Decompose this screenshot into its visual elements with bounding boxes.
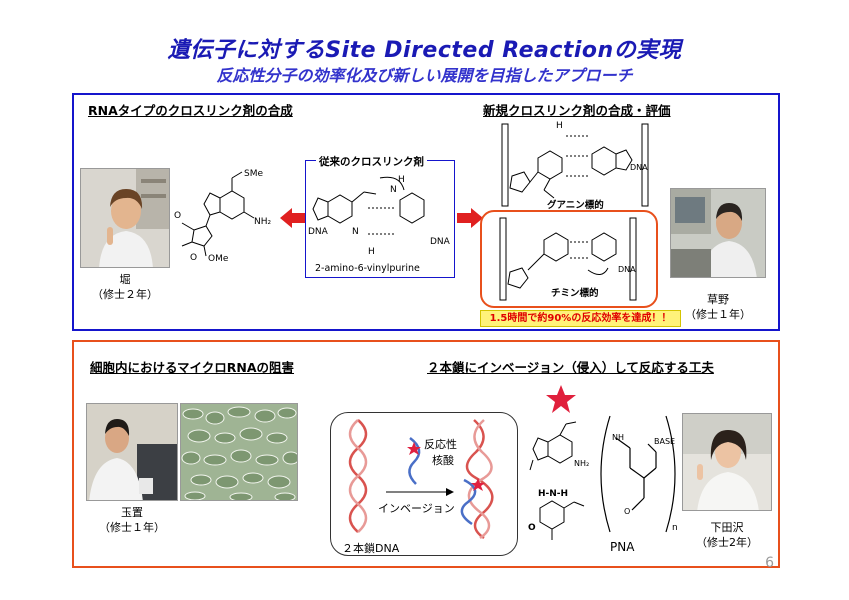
photo-kusano (670, 188, 766, 278)
svg-text:DNA: DNA (618, 265, 636, 274)
pna-label: PNA (610, 540, 635, 554)
rna-crosslinker-structure: SMe NH₂ O O OMe (174, 169, 272, 264)
person-tamaoki: 玉置 （修士１年） (86, 505, 178, 535)
o-label: O (528, 523, 536, 533)
thymine-target-box (480, 210, 658, 308)
slide-title: 遺伝子に対するSite Directed Reactionの実現 (167, 38, 682, 63)
section2-heading-left: 細胞内におけるマイクロRNAの阻害 (90, 360, 295, 375)
base-label: BASE (654, 437, 675, 446)
page-number: 6 (765, 555, 774, 571)
star-icon (546, 385, 576, 413)
person-hori-name: 堀 (119, 273, 131, 286)
person-shimotazawa-name: 下田沢 (710, 521, 744, 534)
thymine-label: チミン標的 (551, 288, 599, 299)
thymine-target-structure: DNA (499, 217, 637, 301)
label-nh2: NH₂ (254, 217, 272, 227)
conventional-label: 従来のクロスリンク剤 (316, 154, 427, 169)
nh2-label: NH₂ (574, 459, 589, 468)
result-callout: 1.5時間で約90%の反応効率を達成！！ (480, 310, 681, 327)
svg-text:H: H (368, 247, 375, 257)
svg-text:O: O (624, 507, 630, 516)
section1-heading-left: RNAタイプのクロスリンク剤の合成 (88, 103, 293, 118)
nh-label: NH (612, 433, 624, 442)
person-hori: 堀 （修士２年） (80, 272, 170, 302)
reactive-label-2: 核酸 (432, 454, 454, 467)
section1-box (72, 93, 780, 331)
svg-text:N: N (390, 185, 397, 195)
conventional-structure: H N N DNA DNA H (308, 175, 451, 257)
label-ome: OMe (208, 254, 229, 264)
pna-structure: NH BASE O n (600, 415, 678, 533)
arrow-right-icon (457, 208, 483, 228)
photo-tamaoki (86, 403, 178, 501)
section2-box (72, 340, 780, 568)
n-label: n (672, 523, 678, 533)
person-kusano-grade: （修士１年） (685, 308, 751, 321)
duplex-label: ２本鎖DNA (342, 542, 400, 555)
svg-text:H: H (398, 175, 405, 185)
compound-name: 2-amino-6-vinylpurine (315, 263, 420, 274)
slide-subtitle: 反応性分子の効率化及び新しい展開を目指したアプローチ (216, 66, 633, 85)
guanine-label: グアニン標的 (547, 200, 604, 211)
person-tamaoki-grade: （修士１年） (99, 521, 165, 534)
person-hori-grade: （修士２年） (92, 288, 158, 301)
arrow-left-icon (280, 208, 306, 228)
label-o-2: O (190, 253, 197, 263)
svg-text:H: H (556, 121, 563, 131)
cell-micrograph (180, 403, 298, 501)
invasion-label: インベージョン (378, 502, 455, 515)
guanine-target-structure: H DNA (501, 121, 649, 207)
invasion-diagram-box (330, 412, 518, 556)
reactive-base-structures: NH₂ H-N-H O (528, 421, 589, 540)
label-dna-b: DNA (430, 237, 451, 247)
label-sme: SMe (244, 169, 263, 179)
section2-heading-right: ２本鎖にインベージョン（侵入）して反応する工夫 (427, 360, 714, 375)
person-tamaoki-name: 玉置 (121, 506, 143, 519)
person-shimotazawa: 下田沢 （修士2年） (682, 520, 772, 550)
svg-text:DNA: DNA (630, 163, 648, 172)
photo-hori (80, 168, 170, 268)
section1-heading-right: 新規クロスリンク剤の合成・評価 (483, 103, 671, 118)
label-dna-a: DNA (308, 227, 329, 237)
label-o-1: O (174, 211, 181, 221)
svg-text:N: N (352, 227, 359, 237)
invasion-diagram (348, 419, 494, 540)
hnh-label: H-N-H (538, 489, 568, 499)
person-kusano: 草野 （修士１年） (670, 292, 766, 322)
person-shimotazawa-grade: （修士2年） (696, 536, 758, 549)
photo-shimotazawa (682, 413, 772, 511)
reactive-label-1: 反応性 (424, 438, 457, 451)
person-kusano-name: 草野 (707, 293, 729, 306)
